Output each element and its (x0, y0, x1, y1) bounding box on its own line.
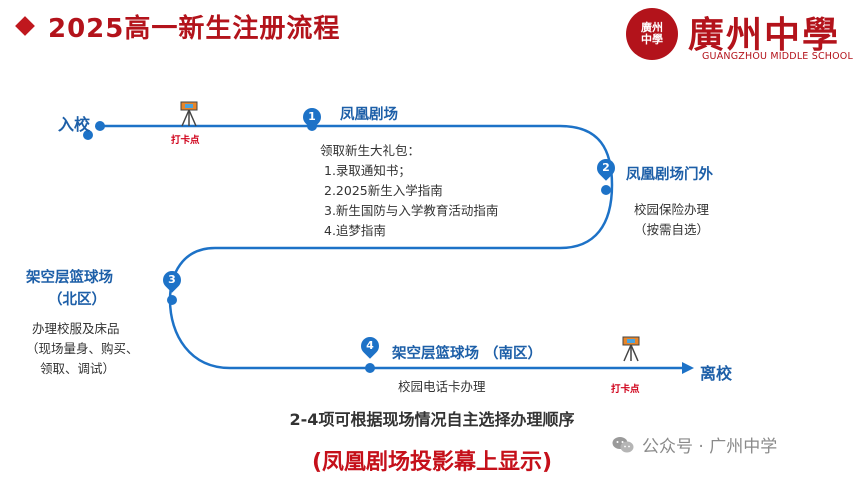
seal-text: 廣州中學 (641, 21, 663, 46)
tripod-camera-icon (180, 101, 198, 127)
station-name-3: 架空层篮球场 (26, 270, 113, 286)
start-dot (95, 121, 105, 131)
logo-name-en: GUANGZHOU MIDDLE SCHOOL (702, 51, 853, 62)
station-number-1: 1 (308, 110, 316, 123)
page-title: 2025高一新生注册流程 (48, 13, 341, 44)
route-line (100, 124, 682, 370)
station-dot-3 (167, 295, 177, 305)
school-logo: 廣州中學 廣州中學 GUANGZHOU MIDDLE SCHOOL (626, 6, 853, 66)
station-3-line-3: 领取、调试） (40, 361, 116, 376)
station-1-line-2: 1.录取通知书； (324, 163, 411, 178)
watermark-text: 公众号 · 广州中学 (642, 437, 778, 457)
station-number-3: 3 (168, 273, 176, 286)
order-note: 2-4项可根据现场情况自主选择办理顺序 (289, 410, 575, 429)
station-name-3-sub: （北区） (48, 292, 106, 308)
station-3-line-2: （现场量身、购买、 (26, 341, 139, 356)
watermark: 公众号 · 广州中学 (612, 432, 777, 457)
checkpoint-label-1: 打卡点 (171, 135, 200, 146)
checkpoint-label-2: 打卡点 (611, 384, 640, 395)
station-4-line-1: 校园电话卡办理 (398, 379, 486, 394)
projection-note: (凤凰剧场投影幕上显示) (311, 450, 553, 475)
tripod-camera-icon (622, 336, 640, 362)
station-1-line-5: 4.追梦指南 (324, 223, 386, 238)
start-sub-dot (83, 130, 93, 140)
station-number-4: 4 (366, 339, 374, 352)
start-label: 入校 (58, 115, 91, 134)
end-label: 离校 (700, 364, 733, 383)
school-seal-icon: 廣州中學 (626, 8, 678, 60)
logo-name-cn: 廣州中學 (688, 14, 841, 56)
station-dot-4 (365, 363, 375, 373)
station-number-2: 2 (602, 161, 610, 174)
station-dot-2 (601, 185, 611, 195)
station-1-line-1: 领取新生大礼包： (320, 143, 421, 158)
title-bar: 2025高一新生注册流程 (14, 8, 340, 44)
station-name-2: 凤凰剧场门外 (626, 167, 713, 183)
station-name-4: 架空层篮球场 （南区） (392, 346, 543, 362)
station-name-1: 凤凰剧场 (340, 107, 398, 123)
station-2-line-2: （按需自选） (634, 222, 710, 237)
station-1-line-3: 2.2025新生入学指南 (324, 183, 443, 198)
station-3-line-1: 办理校服及床品 (32, 321, 120, 336)
station-2-line-1: 校园保险办理 (634, 202, 710, 217)
station-1-line-4: 3.新生国防与入学教育活动指南 (324, 203, 499, 218)
wechat-icon (612, 436, 634, 452)
arrow-right-icon (682, 362, 694, 374)
